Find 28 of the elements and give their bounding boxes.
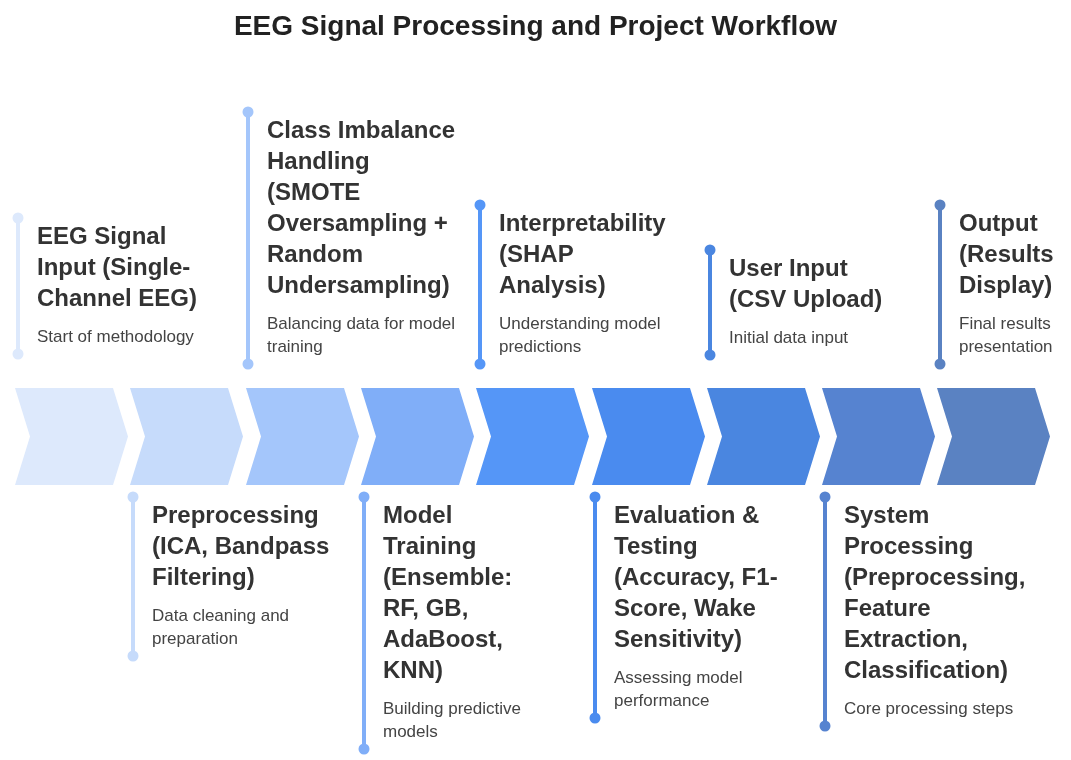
step-description: Final results presentation: [959, 313, 1054, 358]
step-heading: EEG Signal Input (Single-Channel EEG): [37, 221, 199, 313]
step-description: Balancing data for model training: [267, 313, 457, 358]
chevron-segment: [706, 388, 820, 485]
step-heading: Model Training (Ensemble: RF, GB, AdaBoost, KNN): [383, 500, 514, 685]
chevron-segment: [937, 388, 1051, 485]
step-description: Understanding model predictions: [499, 313, 662, 358]
step-description: Initial data input: [729, 327, 850, 349]
step-heading: User Input (CSV Upload): [729, 253, 884, 314]
step-heading: Preprocessing (ICA, Bandpass Filtering): [152, 500, 331, 592]
chevron-segment: [130, 388, 244, 485]
step-description: Assessing model performance: [614, 667, 744, 712]
chevron-segment: [245, 388, 359, 485]
step-heading: System Processing (Preprocessing, Feature Extraction, Classification): [844, 500, 1024, 685]
step-description: Core processing steps: [844, 698, 1015, 720]
chevron-segment: [591, 388, 705, 485]
step-description: Start of methodology: [37, 326, 195, 348]
diagram-title: EEG Signal Processing and Project Workflow: [232, 10, 839, 42]
chevron-segment: [476, 388, 590, 485]
step-description: Building predictive models: [383, 698, 522, 743]
chevron-segment: [822, 388, 936, 485]
step-heading: Class Imbalance Handling (SMOTE Oversampling + Random Undersampling): [267, 115, 457, 300]
step-heading: Interpretability (SHAP Analysis): [499, 208, 667, 300]
step-heading: Output (Results Display): [959, 208, 1055, 300]
step-heading: Evaluation & Testing (Accuracy, F1-Score, Wake Sensitivity): [614, 500, 779, 654]
step-description: Data cleaning and preparation: [152, 605, 291, 650]
chevron-segment: [360, 388, 474, 485]
chevron-segment: [15, 388, 128, 485]
